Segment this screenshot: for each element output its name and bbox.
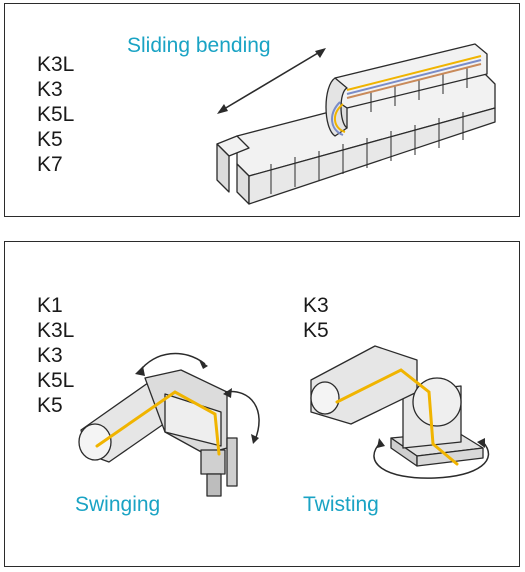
model-label: K5 [37, 394, 63, 417]
twisting-caption: Twisting [303, 493, 379, 516]
model-label: K7 [37, 153, 63, 176]
model-label: K5L [37, 369, 75, 392]
model-label: K5 [303, 319, 329, 342]
sliding-bending-panel: K3L K3 K5L K5 K7 Sliding bending [4, 3, 520, 217]
model-label: K1 [37, 294, 63, 317]
model-label: K3L [37, 53, 75, 76]
twisting-models-list: K3 K5 [303, 293, 329, 343]
robot-motion-panel: K1 K3L K3 K5L K5 K3 K5 Swinging Twisting [4, 241, 520, 567]
cable-carrier-chain-illustration [216, 43, 496, 205]
swinging-models-list: K1 K3L K3 K5L K5 [37, 293, 74, 418]
double-arrow-icon [217, 48, 326, 114]
model-label: K5L [37, 103, 75, 126]
model-label: K3 [37, 78, 63, 101]
swinging-caption: Swinging [75, 493, 161, 516]
model-label: K3 [37, 344, 63, 367]
robot-arm-swinging-illustration [78, 352, 260, 497]
model-label: K5 [37, 128, 63, 151]
model-label: K3L [37, 319, 75, 342]
curved-arrow-icon [138, 352, 260, 441]
sliding-bending-caption: Sliding bending [127, 34, 271, 57]
sliding-models-list: K3L K3 K5L K5 K7 [37, 52, 74, 177]
model-label: K3 [303, 294, 329, 317]
robot-arm-twisting-illustration [310, 345, 490, 479]
